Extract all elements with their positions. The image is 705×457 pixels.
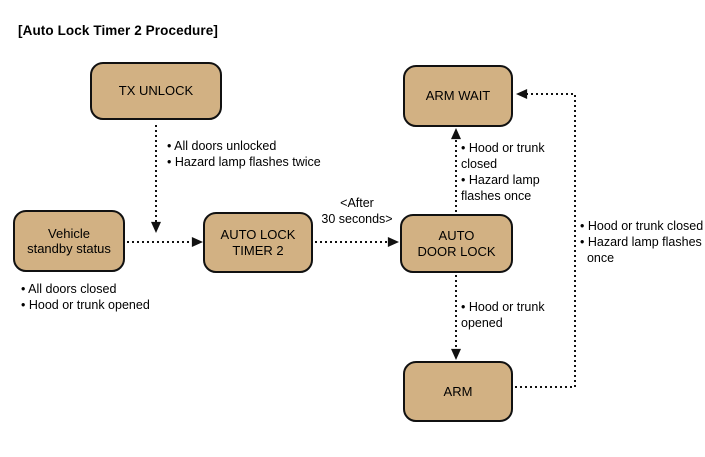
node-arm-wait-label: ARM WAIT [425, 88, 491, 104]
node-auto-lock-timer-2-label: AUTO LOCK TIMER 2 [220, 227, 296, 258]
node-vehicle-standby: Vehicle standby status [13, 210, 125, 272]
annotation-timer-delay: <After 30 seconds> [321, 196, 393, 226]
node-auto-door-lock-label: AUTO DOOR LOCK [417, 228, 496, 259]
annotation-door-lock-to-arm: • Hood or trunk opened [461, 300, 545, 330]
node-arm-label: ARM [443, 383, 473, 399]
arrow-arm-to-arm-wait [515, 89, 576, 388]
annotation-arm-to-arm-wait: • Hood or trunk closed • Hazard lamp fla… [580, 219, 704, 265]
node-tx-unlock-label: TX UNLOCK [118, 83, 194, 99]
node-auto-door-lock: AUTO DOOR LOCK [400, 214, 513, 273]
node-auto-lock-timer-2: AUTO LOCK TIMER 2 [203, 212, 313, 273]
node-vehicle-standby-label: Vehicle standby status [27, 225, 111, 257]
annotation-standby-conditions: • All doors closed • Hood or trunk opene… [21, 282, 150, 312]
node-tx-unlock: TX UNLOCK [90, 62, 222, 120]
node-arm: ARM [403, 361, 513, 422]
node-arm-wait: ARM WAIT [403, 65, 513, 127]
annotation-tx-unlock-result: • All doors unlocked • Hazard lamp flash… [167, 139, 321, 169]
diagram-title: [Auto Lock Timer 2 Procedure] [18, 23, 218, 38]
annotation-door-lock-to-arm-wait: • Hood or trunk closed • Hazard lamp fla… [461, 141, 545, 203]
